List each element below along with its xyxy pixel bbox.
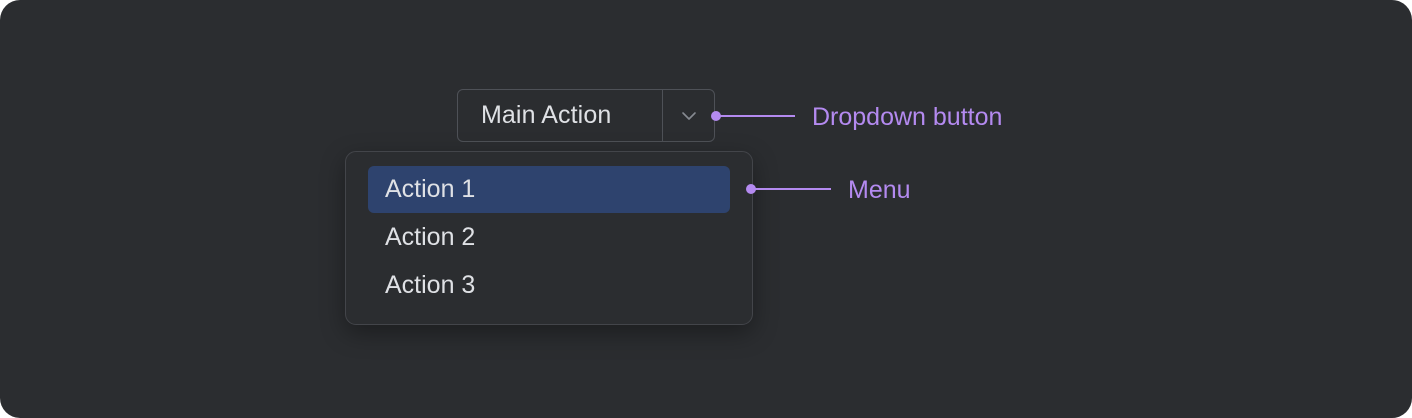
split-dropdown-button: Main Action [457,89,715,142]
dropdown-arrow-button[interactable] [663,90,714,141]
main-action-label: Main Action [481,101,612,129]
annotation-label-dropdown-button: Dropdown button [812,103,1003,131]
chevron-down-icon [681,111,696,120]
split-divider [662,90,663,141]
menu-item-action-2[interactable]: Action 2 [368,214,730,261]
menu-item-action-1[interactable]: Action 1 [368,166,730,213]
menu-item-label: Action 2 [385,223,476,251]
menu-item-label: Action 1 [385,175,476,203]
dropdown-menu: Action 1 Action 2 Action 3 [345,151,753,325]
menu-item-action-3[interactable]: Action 3 [368,262,730,309]
annotation-line-menu [751,188,831,190]
annotation-line-dropdown [716,115,795,117]
menu-item-label: Action 3 [385,271,476,299]
annotation-label-menu: Menu [848,176,911,204]
main-action-button[interactable]: Main Action [458,90,662,141]
